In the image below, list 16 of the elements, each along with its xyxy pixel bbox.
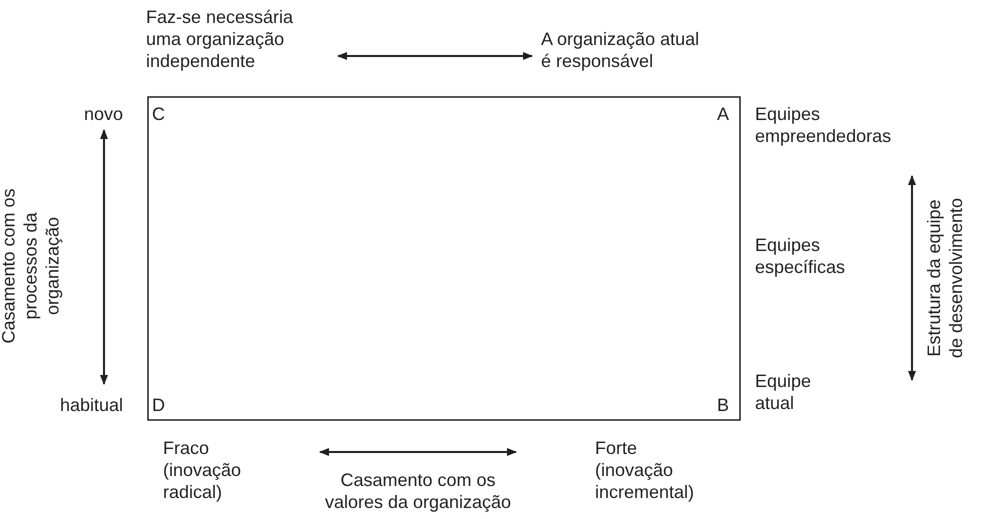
corner-letter: A bbox=[717, 103, 730, 125]
corner-letter: C bbox=[152, 103, 166, 125]
quadrant-label: Equipes específicas bbox=[755, 234, 846, 278]
axis-title: Estrutura da equipe de desenvolvimento bbox=[923, 196, 967, 360]
axis-title: Casamento com os processos da organização bbox=[0, 187, 63, 346]
axis-end-label: A organização atual é responsável bbox=[541, 28, 700, 72]
corner-letter: D bbox=[152, 394, 166, 416]
axis-end-label: Forte (inovação incremental) bbox=[595, 437, 696, 503]
axis-end-label: Faz-se necessária uma organização independente bbox=[146, 6, 294, 72]
axis-end-label: Fraco (inovação radical) bbox=[163, 437, 242, 503]
axis-end-label: novo bbox=[84, 103, 124, 125]
quadrant-label: Equipe atual bbox=[755, 370, 812, 414]
corner-letter: B bbox=[717, 394, 730, 416]
axis-title: Casamento com os valores da organização bbox=[324, 469, 512, 513]
axis-end-label: habitual bbox=[60, 394, 124, 416]
quadrant-label: Equipes empreendedoras bbox=[755, 103, 892, 147]
